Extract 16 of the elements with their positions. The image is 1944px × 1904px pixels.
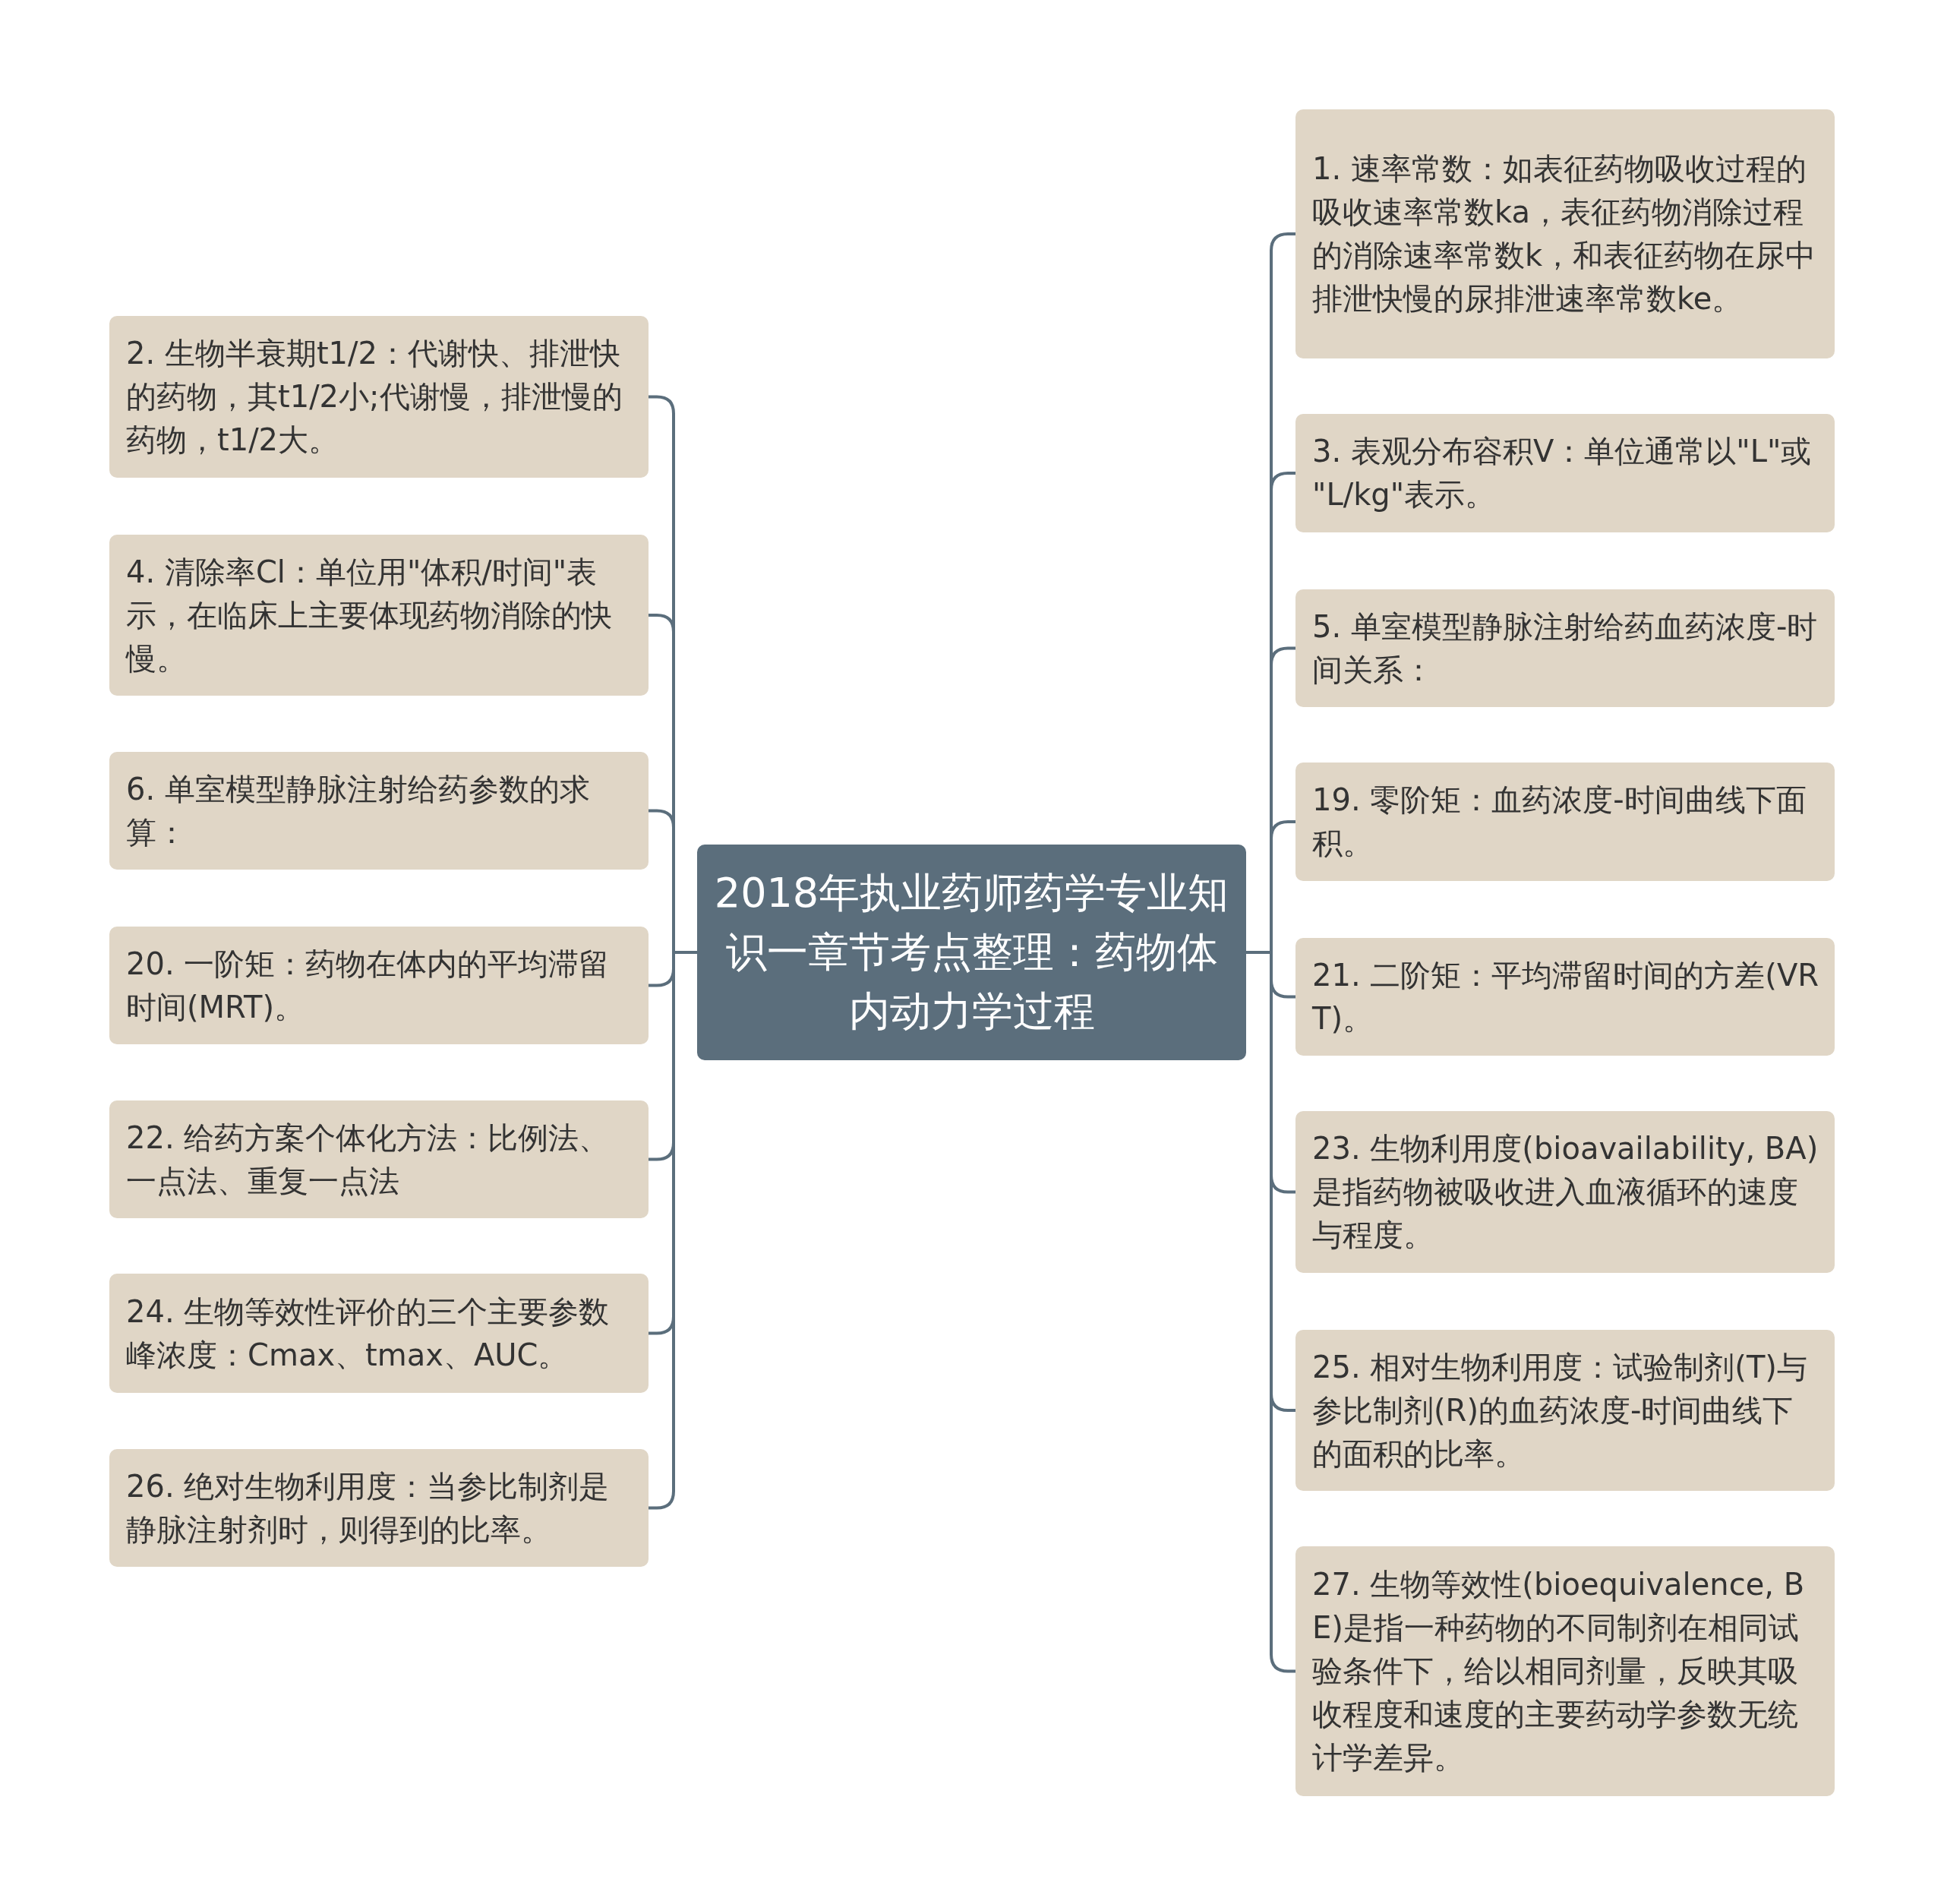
topic-box: 23. 生物利用度(bioavailability, BA)是指药物被吸收进入血液循环的速度与程度。 (1295, 1111, 1835, 1273)
topic-box: 20. 一阶矩：药物在体内的平均滞留时间(MRT)。 (109, 927, 649, 1044)
topic-box: 26. 绝对生物利用度：当参比制剂是静脉注射剂时，则得到的比率。 (109, 1449, 649, 1567)
topic-box: 5. 单室模型静脉注射给药血药浓度-时间关系： (1295, 589, 1835, 707)
topic-box: 19. 零阶矩：血药浓度-时间曲线下面积。 (1295, 763, 1835, 881)
topic-box: 22. 给药方案个体化方法：比例法、一点法、重复一点法 (109, 1100, 649, 1218)
topic-box: 25. 相对生物利用度：试验制剂(T)与参比制剂(R)的血药浓度-时间曲线下的面积的比率。 (1295, 1330, 1835, 1491)
topic-box: 27. 生物等效性(bioequivalence, BE)是指一种药物的不同制剂在相同试验条件下，给以相同剂量，反映其吸收程度和速度的主要药动学参数无统计学差异。 (1295, 1546, 1835, 1796)
topic-box: 24. 生物等效性评价的三个主要参数峰浓度：Cmax、tmax、AUC。 (109, 1274, 649, 1393)
topic-box: 6. 单室模型静脉注射给药参数的求算： (109, 752, 649, 870)
topic-box: 21. 二阶矩：平均滞留时间的方差(VRT)。 (1295, 938, 1835, 1056)
topic-box: 1. 速率常数：如表征药物吸收过程的吸收速率常数ka，表征药物消除过程的消除速率常数k，和表征药物在尿中排泄快慢的尿排泄速率常数ke。 (1295, 109, 1835, 358)
topic-box: 4. 清除率Cl：单位用"体积/时间"表示，在临床上主要体现药物消除的快慢。 (109, 535, 649, 696)
topic-box: 2. 生物半衰期t1/2：代谢快、排泄快的药物，其t1/2小;代谢慢，排泄慢的药物，t1/2大。 (109, 316, 649, 478)
central-topic-box: 2018年执业药师药学专业知识一章节考点整理：药物体内动力学过程 (697, 845, 1246, 1060)
topic-box: 3. 表观分布容积V：单位通常以"L"或 "L/kg"表示。 (1295, 414, 1835, 532)
